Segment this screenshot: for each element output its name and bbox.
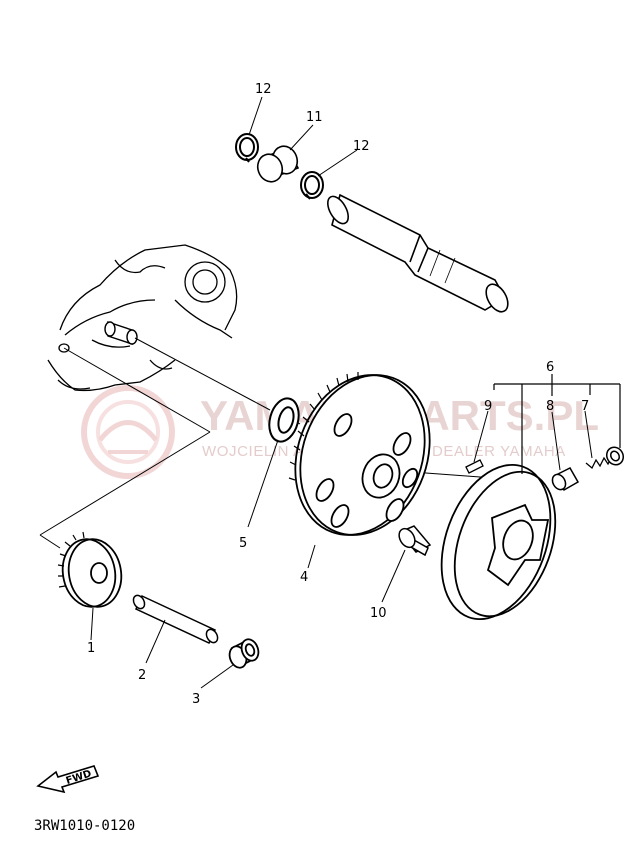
callout-11: 11 [306, 110, 323, 125]
circlip-12-upper [235, 133, 259, 163]
circlip-12-lower [300, 171, 324, 200]
gear1-teeth [57, 531, 85, 588]
callout-3: 3 [192, 692, 200, 707]
gear-teeth [288, 372, 359, 481]
starter-wheel-gear-4 [288, 372, 431, 536]
callout-4: 4 [300, 570, 308, 585]
diagram-code: 3RW1010-0120 [34, 818, 135, 834]
fwd-label: FWD [65, 768, 93, 787]
callout-12-upper: 12 [255, 82, 272, 97]
idler-shaft [326, 193, 509, 313]
pin-9 [465, 459, 484, 474]
plunger-8 [551, 467, 580, 492]
washer-5 [268, 397, 300, 443]
callout-9: 9 [484, 399, 492, 414]
idler-gear-1 [57, 531, 123, 608]
callout-12-lower: 12 [353, 139, 370, 154]
callout-10: 10 [370, 606, 387, 621]
callout-2: 2 [138, 668, 146, 683]
callout-1: 1 [87, 641, 95, 656]
spring-7 [585, 455, 613, 470]
bushing-3 [228, 638, 260, 669]
one-way-clutch-housing [440, 464, 557, 620]
callout-6-bracket [493, 374, 621, 474]
callout-7: 7 [581, 399, 589, 414]
callout-leaders [90, 96, 593, 689]
bushing-11 [256, 145, 300, 183]
callout-5: 5 [239, 536, 247, 551]
crankcase-shaft-stub [104, 321, 138, 345]
fwd-arrow-icon: FWD [36, 765, 100, 794]
cap-7 [605, 446, 625, 466]
callout-labels: 12 11 12 6 9 8 7 5 4 10 1 2 3 [87, 82, 589, 707]
bolt-10 [398, 525, 432, 557]
callout-6: 6 [546, 360, 554, 375]
callout-8: 8 [546, 399, 554, 414]
watermark-logo-icon [81, 385, 175, 479]
gear-shaft-2 [132, 594, 219, 644]
crankcase-outline [47, 244, 238, 392]
